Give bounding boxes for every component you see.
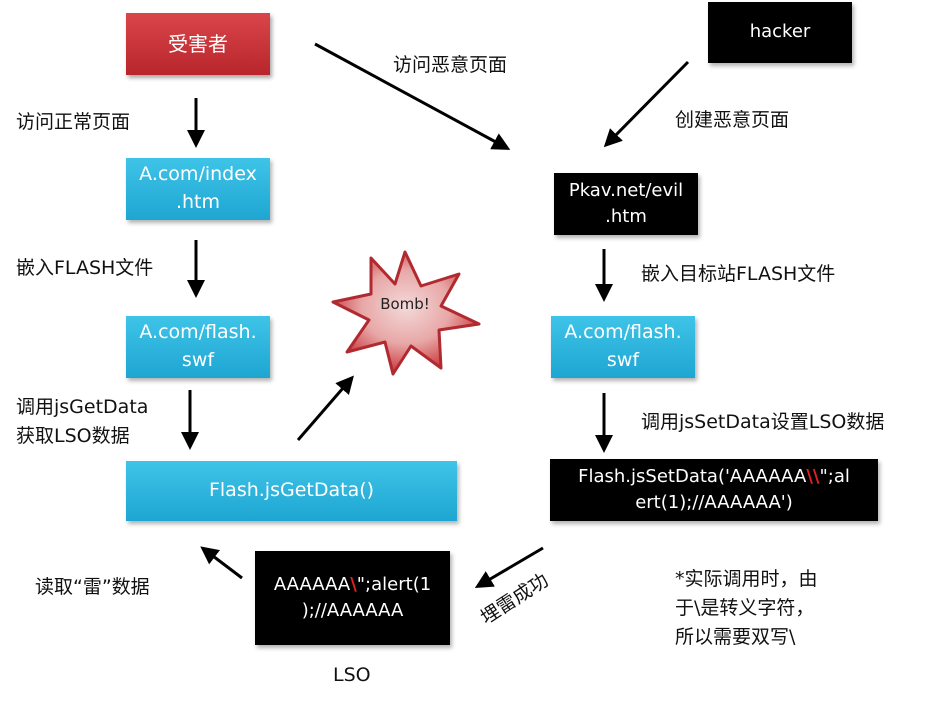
label-embed-flash: 嵌入FLASH文件 [16,257,154,279]
flash-left-line-2: swf [181,349,215,371]
label-call-set: 调用jsSetData设置LSO数据 [641,411,885,433]
label-embed-target-flash: 嵌入目标站FLASH文件 [641,263,836,285]
label-visit-malicious: 访问恶意页面 [393,54,508,76]
evil-page-line-2: .htm [605,206,647,227]
label-call-get-1: 调用jsGetData [16,396,149,418]
get-data-label: Flash.jsGetData() [208,479,375,502]
set-data-text-a: Flash.jsSetData('AAAAAA [578,465,807,487]
arrow-victim-to-evil [314,42,511,150]
hacker-label: hacker [749,21,811,43]
index-page-line-1: A.com/index [139,163,257,186]
set-data-backslashes: \\ [806,465,820,487]
evil-page-node: Pkav.net/evil .htm [554,173,698,235]
evil-page-line-1: Pkav.net/evil [568,179,684,201]
note-line-2: 于\是转义字符， [675,597,815,619]
note-line-1: *实际调用时，由 [675,568,818,590]
bomb-label: Bomb! [380,295,430,313]
arrow-setdata-to-lso [474,546,544,589]
arrow-hacker-to-evil [603,60,690,148]
arrow-getdata-to-bomb [296,375,354,441]
lso-text-b: ";alert(1 [356,573,432,595]
arrow-lso-to-getdata [200,546,243,580]
victim-node: 受害者 [126,13,270,75]
label-read-mine: 读取“雷”数据 [35,576,150,598]
flash-left-line-1: A.com/flash. [139,321,257,344]
index-page-line-2: .htm [175,191,221,213]
label-visit-normal: 访问正常页面 [16,111,131,133]
get-data-node: Flash.jsGetData() [126,461,457,521]
lso-backslash: \ [350,573,357,595]
label-call-get-2: 获取LSO数据 [16,425,130,447]
bomb-star-icon [331,250,481,376]
note-line-3: 所以需要双写\ [675,626,796,648]
lso-text-a: AAAAAA [273,573,351,595]
label-create-malicious: 创建恶意页面 [675,109,790,131]
set-data-line-2: ert(1);//AAAAAA') [635,492,793,513]
index-page-node: A.com/index .htm [126,158,270,220]
set-data-node: Flash.jsSetData('AAAAAA\\";al ert(1);//A… [550,459,878,521]
flash-right-node: A.com/flash. swf [551,316,695,378]
label-lso: LSO [333,664,371,686]
set-data-text-b: ";al [819,465,850,487]
victim-label: 受害者 [168,31,228,56]
lso-data-node: AAAAAA\";alert(1 );//AAAAAA [255,551,450,645]
lso-line-2: );//AAAAAA [301,600,404,621]
hacker-node: hacker [708,2,852,63]
flash-right-line-2: swf [606,349,640,371]
flash-right-line-1: A.com/flash. [564,321,682,344]
flash-left-node: A.com/flash. swf [126,316,270,378]
